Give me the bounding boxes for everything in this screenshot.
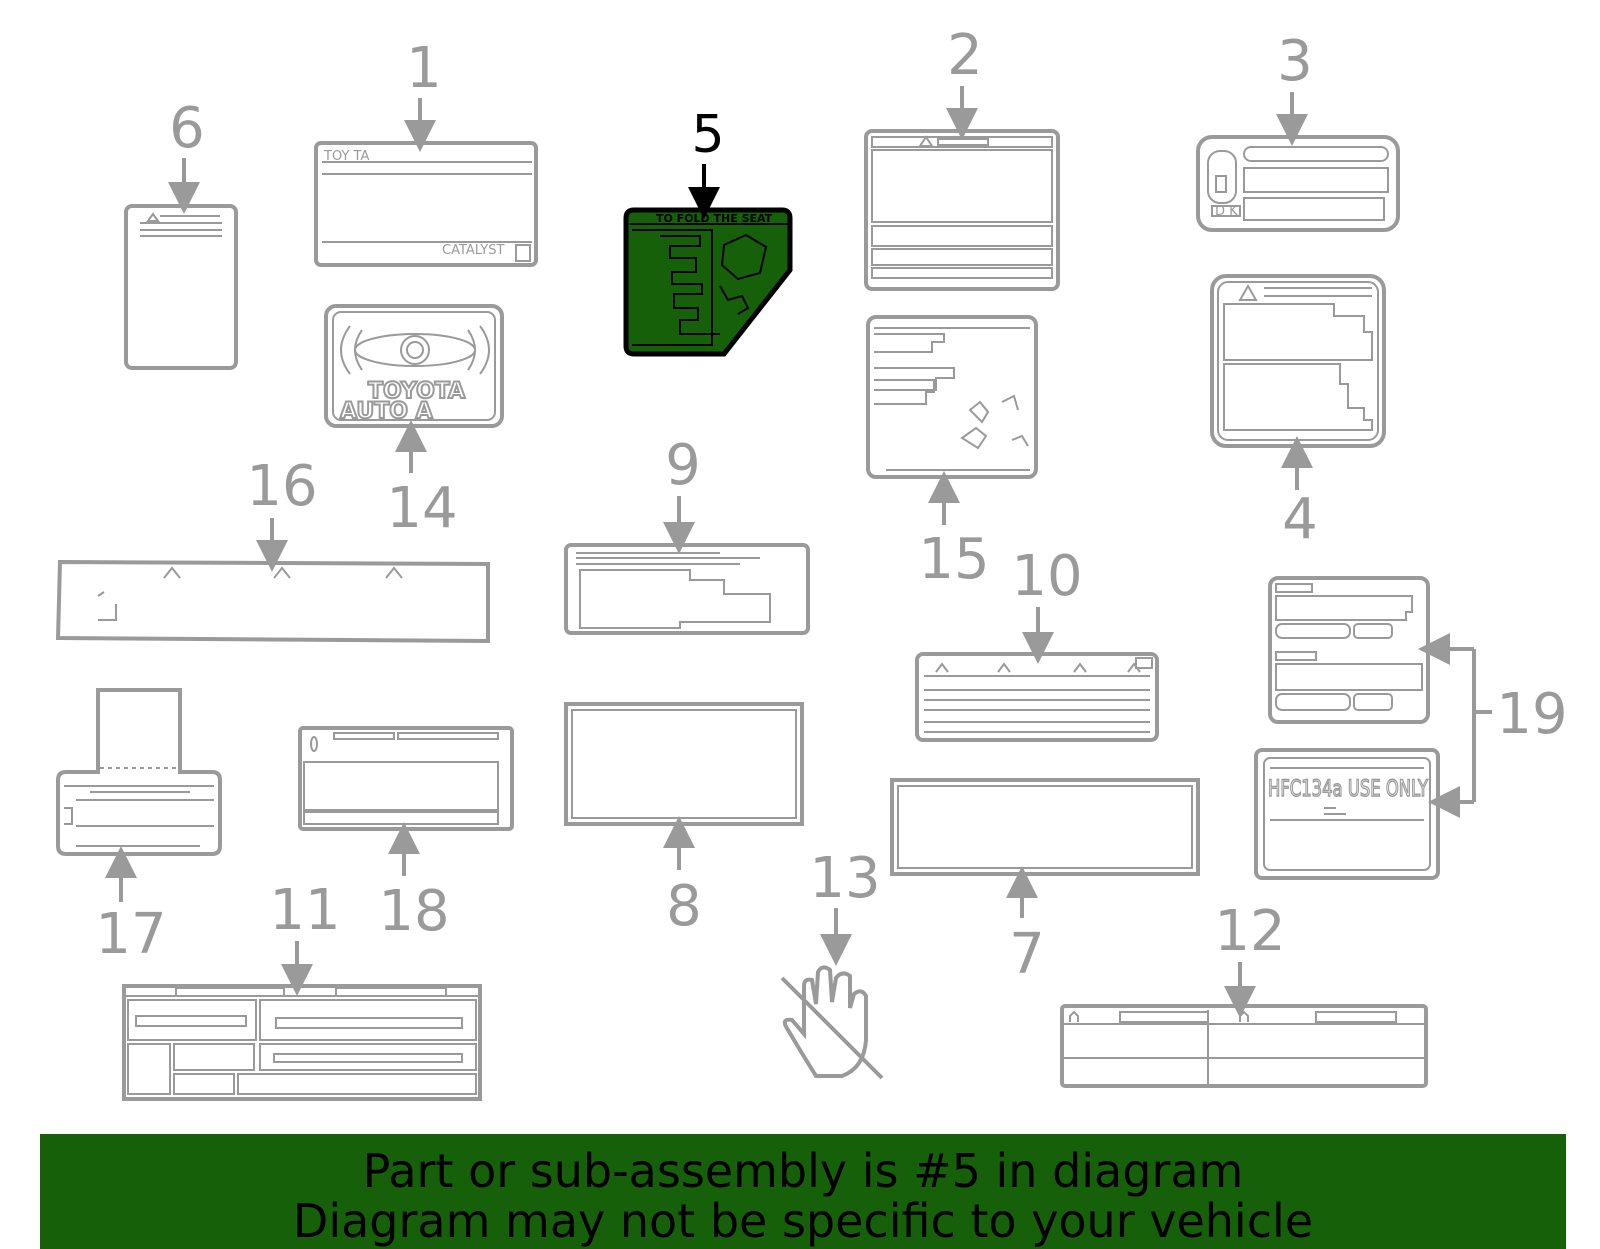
callout-15[interactable]: 15	[918, 527, 989, 592]
banner-line-2: Diagram may not be specific to your vehi…	[292, 1194, 1314, 1248]
callout-19[interactable]: 19	[1496, 682, 1567, 747]
callout-14[interactable]: 14	[386, 476, 457, 541]
callout-6[interactable]: 6	[169, 96, 205, 161]
label-15[interactable]	[866, 315, 1038, 479]
label-10[interactable]	[915, 652, 1159, 742]
parts-diagram: 6 TOY TA CATALYST 1 TO FOLD THE SEAT 5 2	[55, 23, 1568, 1101]
banner-line-1: Part or sub-assembly is #5 in diagram	[362, 1144, 1244, 1198]
label-11[interactable]	[122, 984, 482, 1101]
label-19b-refrigerant-text: HFC134a USE ONLY	[1268, 777, 1428, 802]
callout-9[interactable]: 9	[665, 433, 701, 498]
callout-11[interactable]: 11	[269, 878, 340, 943]
label-4[interactable]	[1210, 274, 1386, 448]
label-9[interactable]	[564, 543, 810, 635]
callout-12[interactable]: 12	[1214, 899, 1285, 964]
label-14[interactable]: TOYOTA AUTO A	[324, 304, 504, 428]
label-1-bottom-text: CATALYST	[442, 243, 504, 258]
callout-8[interactable]: 8	[666, 874, 702, 939]
label-3[interactable]: D K	[1196, 135, 1400, 232]
label-2[interactable]	[864, 129, 1060, 291]
callout-7[interactable]: 7	[1009, 922, 1045, 987]
label-13-no-touch-hand[interactable]	[780, 965, 884, 1080]
label-16[interactable]	[55, 559, 490, 644]
callout-2[interactable]: 2	[947, 23, 983, 88]
label-5-top-text: TO FOLD THE SEAT	[656, 212, 773, 225]
callout-18[interactable]: 18	[378, 879, 449, 944]
label-12[interactable]	[1060, 1004, 1428, 1088]
label-3-code-text: D K	[1215, 204, 1238, 219]
label-8[interactable]	[564, 702, 804, 826]
label-18[interactable]	[298, 726, 514, 831]
label-7[interactable]	[890, 778, 1200, 876]
label-14-brand-line2: AUTO A	[340, 399, 433, 424]
prohibition-slash-icon	[780, 976, 884, 1080]
label-5-selected[interactable]: TO FOLD THE SEAT	[623, 207, 793, 357]
label-14-brand-line1: TOYOTA	[368, 379, 465, 404]
callout-13[interactable]: 13	[809, 846, 880, 911]
callout-17[interactable]: 17	[95, 902, 166, 967]
label-1-top-text: TOY TA	[323, 149, 369, 164]
callout-16[interactable]: 16	[246, 454, 317, 519]
callout-1[interactable]: 1	[406, 36, 442, 101]
label-17[interactable]	[56, 688, 222, 856]
label-6[interactable]	[124, 204, 238, 370]
label-19a[interactable]	[1268, 576, 1430, 724]
label-19b[interactable]: HFC134a USE ONLY	[1254, 748, 1440, 880]
callout-10[interactable]: 10	[1011, 544, 1082, 609]
selection-info-banner: Part or sub-assembly is #5 in diagram Di…	[40, 1134, 1566, 1249]
callout-4[interactable]: 4	[1282, 487, 1318, 552]
callout-3[interactable]: 3	[1277, 29, 1313, 94]
callout-5[interactable]: 5	[691, 105, 724, 165]
label-1[interactable]: TOY TA CATALYST	[314, 141, 538, 267]
